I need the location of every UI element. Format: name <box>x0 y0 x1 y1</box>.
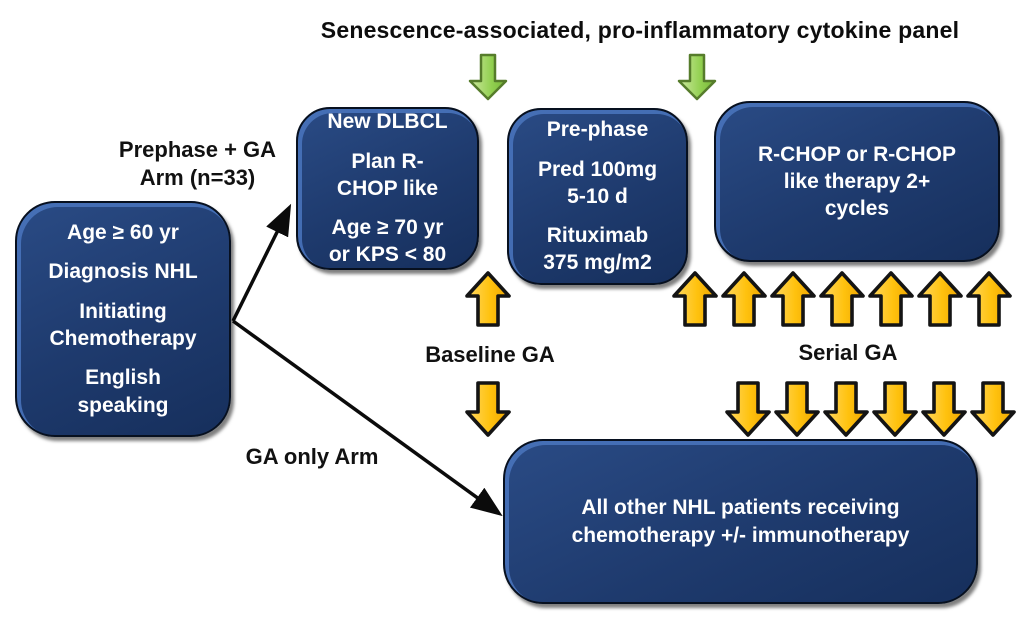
green-down-arrow-icon <box>468 53 508 101</box>
cytokine-panel-arrow-2 <box>676 53 718 101</box>
diagram-title: Senescence-associated, pro-inflammatory … <box>320 17 960 43</box>
ga-up-arrow-icon <box>917 271 963 327</box>
baseline-ga-down-arrows <box>464 380 512 438</box>
arrow-to-prephase-arm <box>231 203 292 322</box>
box-pre-phase: Pre-phase Pred 100mg 5-10 d Rituximab 37… <box>507 108 688 285</box>
ga-down-arrow-icon <box>465 381 511 437</box>
label-serial-ga: Serial GA <box>798 340 898 365</box>
ga-up-arrow-icon <box>465 271 511 327</box>
ga-up-arrow-icon <box>721 271 767 327</box>
serial-ga-down-arrows <box>724 380 1017 438</box>
ga-up-arrow-icon <box>819 271 865 327</box>
box-text-line: Pre-phase <box>546 118 649 142</box>
box-text-line: Initiating Chemotherapy <box>49 299 197 350</box>
box-text-line: R-CHOP or R-CHOP like therapy 2+ cycles <box>758 142 956 221</box>
ga-up-arrow-icon <box>672 271 718 327</box>
green-down-arrow-icon <box>677 53 717 101</box>
box-text-line: Age ≥ 70 yr or KPS < 80 <box>328 216 447 267</box>
baseline-ga-up-arrows <box>464 270 512 328</box>
box-new-dlbcl: New DLBCL Plan R- CHOP like Age ≥ 70 yr … <box>296 107 479 270</box>
box-text-line: All other NHL patients receiving chemoth… <box>571 496 910 547</box>
ga-down-arrow-icon <box>921 381 967 437</box>
box-ga-only-patients: All other NHL patients receiving chemoth… <box>503 439 978 604</box>
serial-ga-up-arrows <box>671 270 1013 328</box>
ga-down-arrow-icon <box>774 381 820 437</box>
box-text-line: English speaking <box>77 366 169 417</box>
ga-down-arrow-icon <box>823 381 869 437</box>
box-text-line: Pred 100mg 5-10 d <box>537 157 658 208</box>
box-text-line: Rituximab 375 mg/m2 <box>543 224 652 275</box>
box-text-line: Plan R- CHOP like <box>336 149 439 200</box>
ga-up-arrow-icon <box>966 271 1012 327</box>
ga-up-arrow-icon <box>770 271 816 327</box>
arrow-to-ga-only-arm <box>231 319 503 517</box>
ga-down-arrow-icon <box>872 381 918 437</box>
ga-down-arrow-icon <box>725 381 771 437</box>
box-eligibility-criteria: Age ≥ 60 yr Diagnosis NHL Initiating Che… <box>15 201 231 437</box>
ga-down-arrow-icon <box>970 381 1016 437</box>
box-rchop-therapy: R-CHOP or R-CHOP like therapy 2+ cycles <box>714 101 1000 262</box>
box-text-line: Age ≥ 60 yr <box>67 221 179 245</box>
box-text-line: New DLBCL <box>327 110 448 134</box>
ga-up-arrow-icon <box>868 271 914 327</box>
label-baseline-ga: Baseline GA <box>425 342 555 367</box>
box-text-line: Diagnosis NHL <box>48 260 198 284</box>
label-ga-only-arm: GA only Arm <box>245 444 379 469</box>
cytokine-panel-arrow-1 <box>467 53 509 101</box>
label-prephase-ga-arm: Prephase + GA Arm (n=33) <box>118 137 277 191</box>
